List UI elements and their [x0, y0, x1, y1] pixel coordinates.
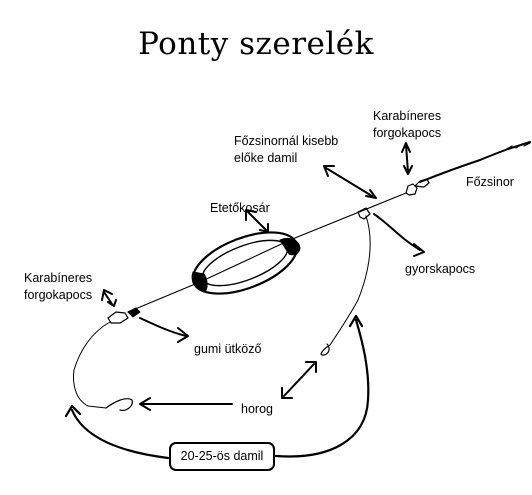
right-hook	[320, 343, 331, 356]
diagram-title: Ponty szerelék	[138, 26, 374, 62]
label-damil: 20-25-ös damil	[180, 449, 264, 463]
feeder-inner	[201, 239, 289, 287]
arrow-leader	[323, 165, 377, 199]
label-fozsinor-leader: Főzsinornál kisebb előke damil	[234, 133, 338, 167]
arrow-feeder	[245, 209, 269, 233]
label-karabiner-left: Karabíneres forgokapocs	[24, 270, 92, 304]
feeder-outer	[191, 231, 299, 295]
label-etetokosar: Etetőkosár	[210, 201, 270, 215]
damil-box	[169, 442, 275, 471]
label-karabiner-top-line2: forgokapocs	[373, 126, 442, 140]
rubber-bead	[127, 307, 141, 318]
quick-snap	[357, 207, 371, 220]
arrow-damil-right	[274, 314, 370, 458]
label-karabiner-top-line1: Karabíneres	[373, 109, 442, 123]
label-karabiner-top: Karabíneres forgokapocs	[373, 108, 441, 142]
arrow-quick-snap	[373, 213, 425, 257]
label-gyorskapocs: gyorskapocs	[405, 262, 476, 276]
feeder-cap-left	[191, 271, 208, 293]
label-fozsinor-leader-line2: előke damil	[234, 151, 298, 165]
right-hooklink	[329, 215, 371, 346]
arrow-hook-left	[139, 397, 233, 411]
left-hooklink	[73, 321, 111, 409]
feeder-cap-right	[279, 237, 301, 256]
label-fozsinor-leader-line1: Főzsinornál kisebb	[234, 134, 339, 148]
top-swivel	[405, 183, 418, 196]
label-karabiner-left-line2: forgokapocs	[24, 288, 93, 302]
label-horog: horog	[241, 402, 273, 416]
arrow-rubber-bead	[139, 317, 189, 343]
main-line-tail	[504, 142, 531, 151]
label-karabiner-left-line1: Karabíneres	[24, 271, 93, 285]
arrow-top-karabiner	[401, 142, 413, 175]
label-fozsinor: Főzsinor	[466, 175, 514, 189]
main-line	[419, 141, 531, 183]
leader-line	[127, 192, 407, 313]
arrow-hook-right	[281, 361, 317, 399]
arrow-damil-left	[64, 404, 170, 460]
left-swivel	[107, 311, 129, 324]
left-hook	[105, 398, 133, 411]
label-gumi-utkozo: gumi ütköző	[194, 342, 262, 356]
top-swivel-ring	[414, 178, 430, 188]
arrow-left-karabiner	[101, 289, 117, 307]
